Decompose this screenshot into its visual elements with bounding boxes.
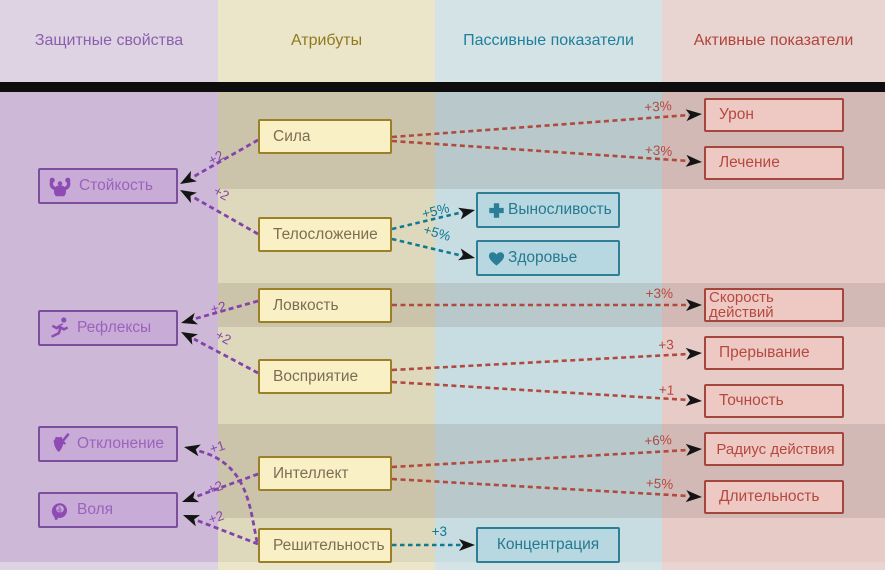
node-constitution: Телосложение — [258, 217, 392, 252]
node-label: Ловкость — [273, 296, 339, 314]
node-action-speed: Скорость действий — [704, 288, 844, 322]
node-label: Концентрация — [496, 536, 600, 554]
node-label: Сила — [273, 127, 311, 145]
node-label: Здоровье — [508, 249, 578, 267]
node-endurance: Выносливость — [476, 192, 620, 228]
node-accuracy: Точность — [704, 384, 844, 418]
column-header-passives: Пассивные показатели — [435, 0, 662, 82]
node-reflexes: Рефлексы — [38, 310, 178, 346]
node-perception: Восприятие — [258, 359, 392, 394]
node-label: Решительность — [273, 536, 385, 554]
column-title: Защитные свойства — [34, 32, 184, 49]
column-header-attributes: Атрибуты — [218, 0, 435, 82]
node-might: Сила — [258, 119, 392, 154]
dodge-icon — [47, 316, 71, 340]
divider-bar — [0, 82, 885, 92]
node-label: Длительность — [719, 488, 820, 506]
node-label: Воля — [77, 501, 114, 519]
head-brain-icon — [47, 498, 71, 522]
node-label: Выносливость — [508, 201, 612, 219]
node-concentration: Концентрация — [476, 527, 620, 563]
node-label: Рефлексы — [77, 319, 152, 337]
column-header-defenses: Защитные свойства — [0, 0, 218, 82]
node-fortitude: Стойкость — [38, 168, 178, 204]
node-dexterity: Ловкость — [258, 288, 392, 323]
flex-muscle-icon — [47, 175, 73, 197]
heart-icon — [487, 249, 506, 267]
node-label: Радиус действия — [716, 440, 835, 458]
column-title: Атрибуты — [290, 32, 363, 49]
node-label: Прерывание — [719, 344, 810, 362]
footer-strip — [662, 562, 885, 570]
node-label: Скорость действий — [709, 289, 774, 321]
node-deflection: Отклонение — [38, 426, 178, 462]
column-title: Активные показатели — [693, 32, 854, 49]
node-health: Здоровье — [476, 240, 620, 276]
node-damage: Урон — [704, 98, 844, 132]
node-duration: Длительность — [704, 480, 844, 514]
footer-strip — [435, 562, 662, 570]
node-interrupt: Прерывание — [704, 336, 844, 370]
node-label: Отклонение — [77, 435, 164, 453]
node-label: Интеллект — [273, 464, 349, 482]
node-aoe: Радиус действия — [704, 432, 844, 466]
plus-icon — [487, 201, 506, 220]
node-label: Восприятие — [273, 367, 359, 385]
node-label: Урон — [719, 106, 754, 124]
node-healing: Лечение — [704, 146, 844, 180]
node-label: Точность — [719, 392, 784, 410]
footer-strip — [0, 562, 218, 570]
node-label: Телосложение — [273, 225, 378, 243]
column-header-actives: Активные показатели — [662, 0, 885, 82]
shield-deflect-icon — [47, 432, 71, 456]
node-intellect: Интеллект — [258, 456, 392, 491]
footer-strip — [218, 562, 435, 570]
column-title: Пассивные показатели — [463, 32, 634, 49]
node-resolve: Решительность — [258, 528, 392, 563]
node-will: Воля — [38, 492, 178, 528]
node-label: Лечение — [719, 154, 780, 172]
node-label: Стойкость — [79, 177, 153, 195]
